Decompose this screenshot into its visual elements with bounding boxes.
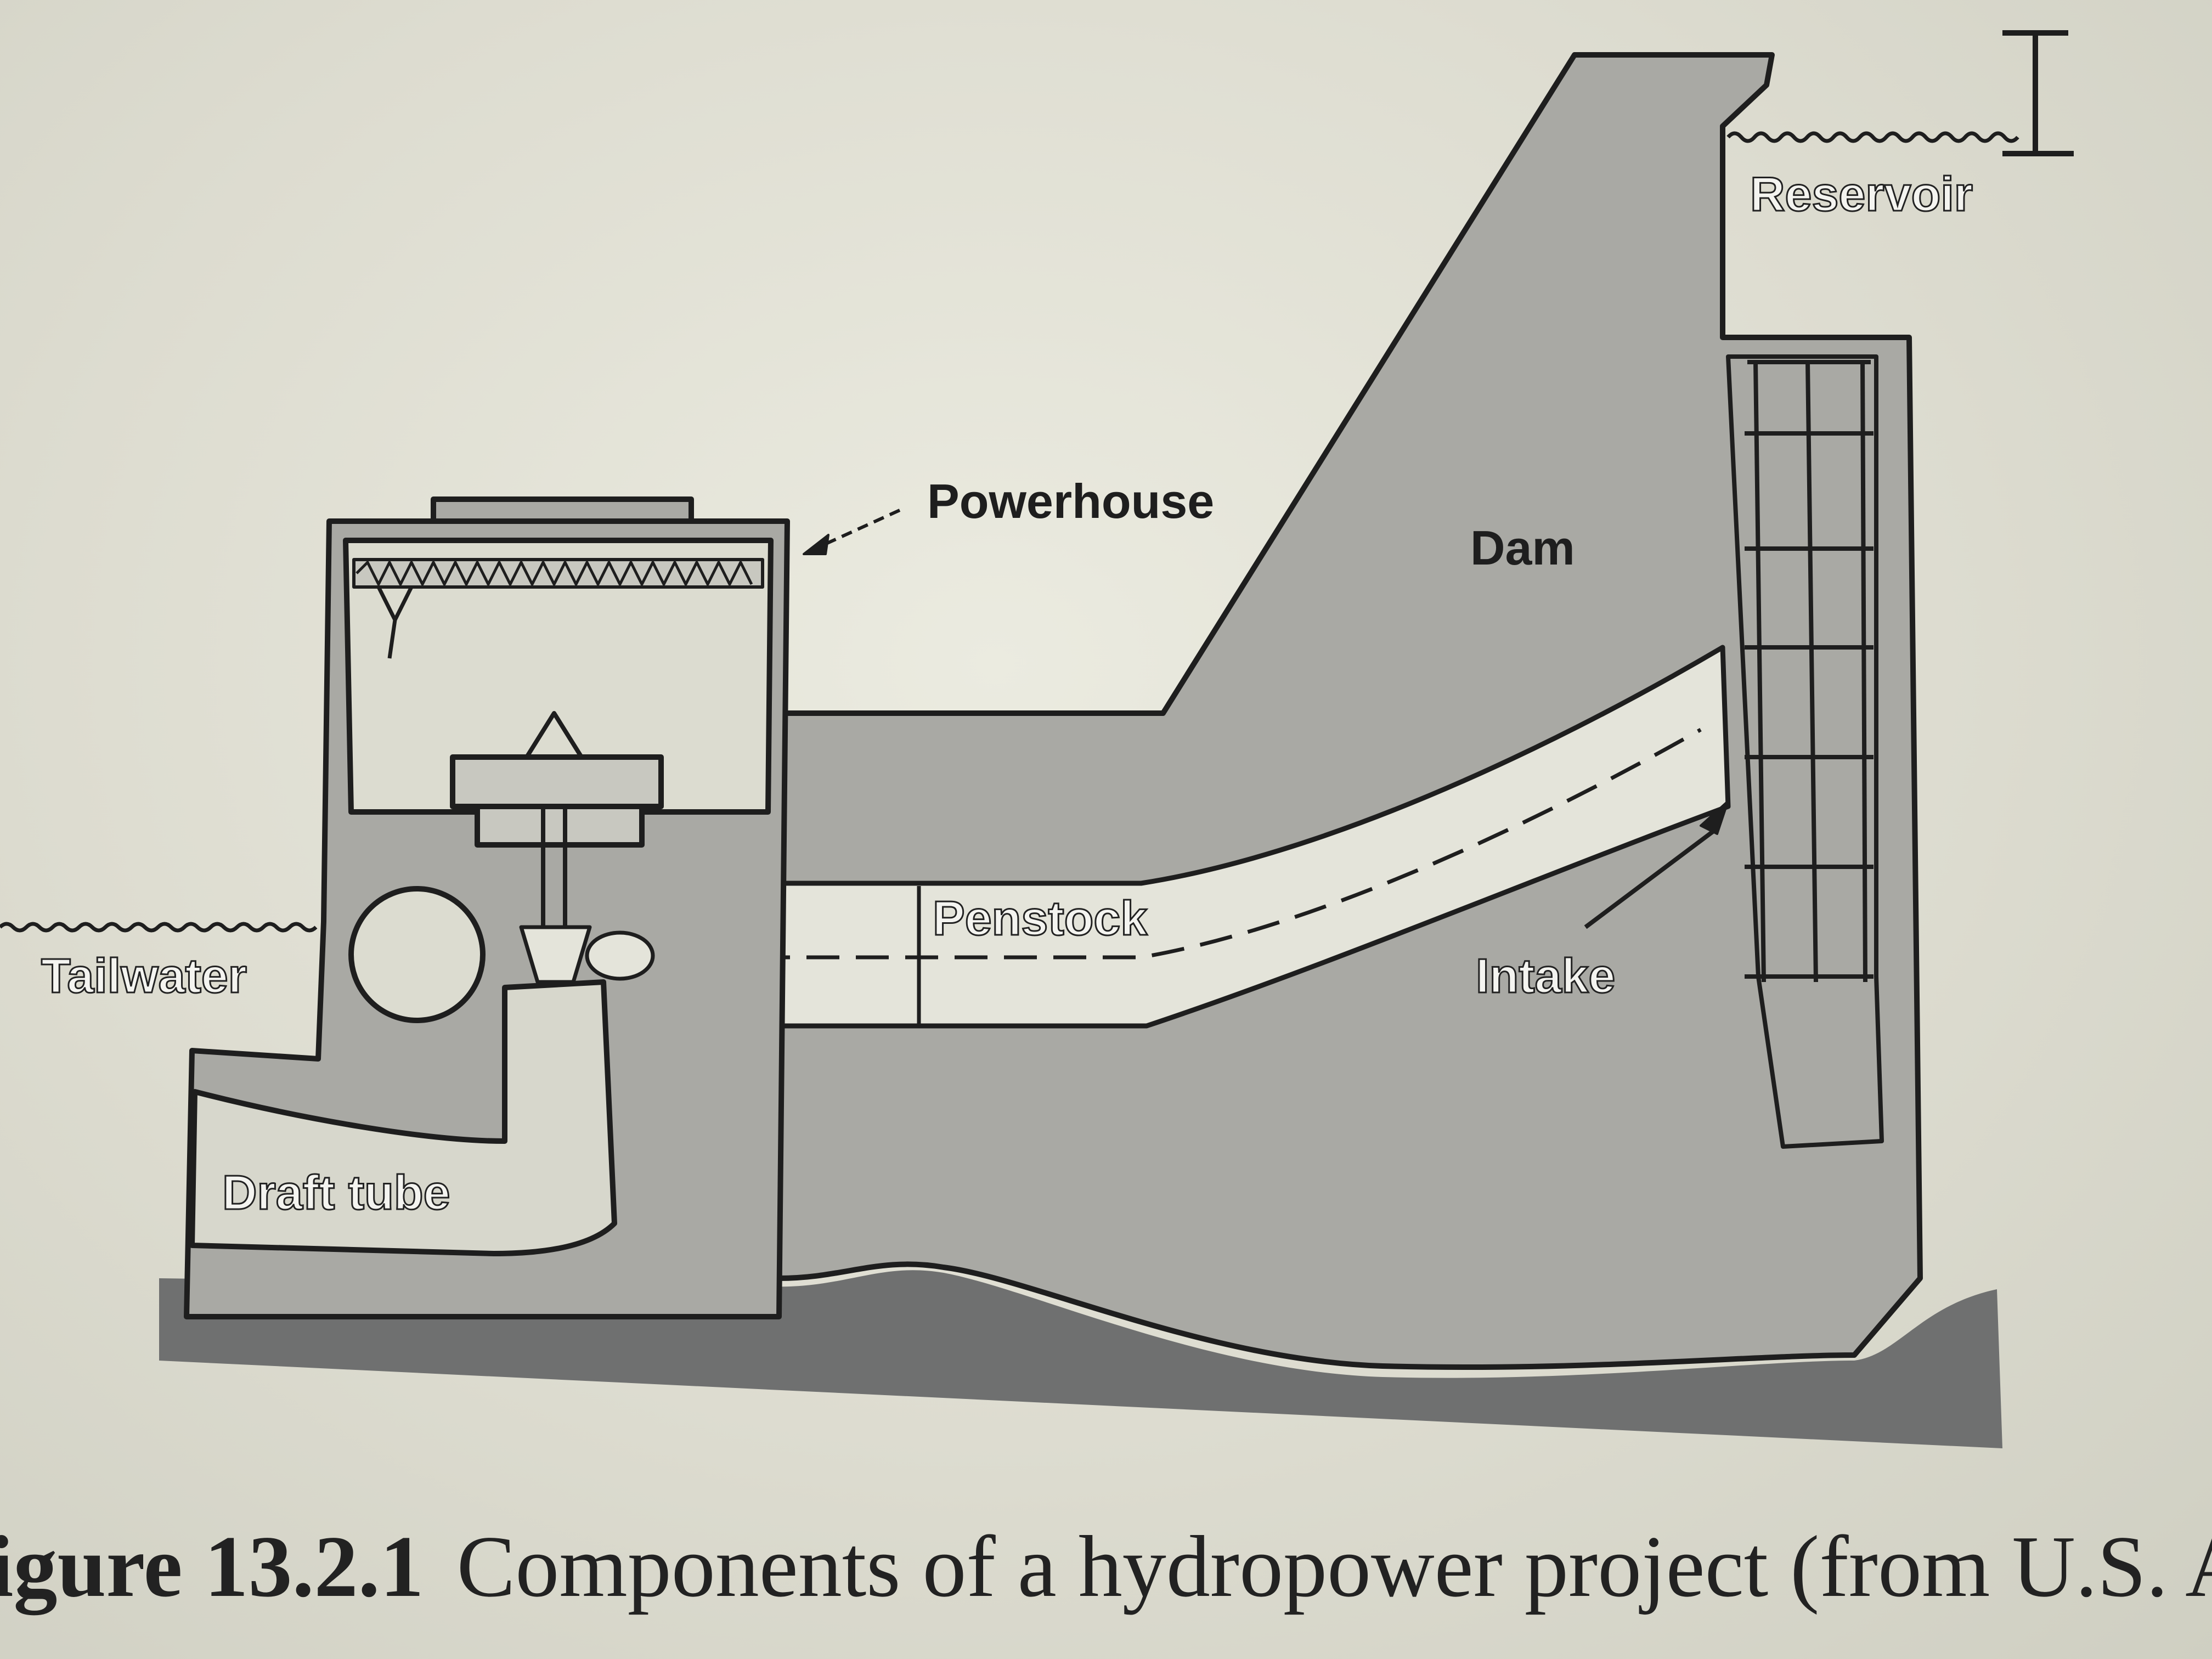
turbine-inlet (585, 930, 655, 981)
tailwater-surface (0, 922, 318, 933)
intake-tower (1726, 354, 1884, 1149)
powerhouse-arrow-head (803, 534, 830, 555)
water-level-marker (2002, 30, 2074, 156)
draft-tube (189, 979, 617, 1256)
powerhouse-label: Powerhouse (927, 474, 1215, 528)
dam-body (776, 52, 1923, 1370)
scroll-case (348, 886, 486, 1023)
reservoir-surface (1726, 131, 2019, 143)
powerhouse-roof-cap (431, 496, 694, 524)
penstock-label: Penstock (932, 891, 1148, 945)
generator-cap (524, 711, 584, 759)
turbine-shaft (541, 806, 567, 927)
penstock (776, 645, 1731, 1029)
figure-caption-text: Components of a hydropower project (from… (456, 1517, 2212, 1615)
intake-leader (1584, 826, 1719, 929)
crane-rail-zigzag (356, 561, 753, 586)
reservoir-label: Reservoir (1749, 167, 1973, 221)
intake-arrow-head (1700, 800, 1729, 835)
penstock-centerline (658, 727, 1702, 960)
crane-hook (376, 586, 414, 659)
dam-label: Dam (1470, 521, 1575, 575)
generator (450, 754, 664, 809)
figure-number: igure 13.2.1 (0, 1517, 424, 1615)
draft-tube-label: Draft tube (222, 1165, 452, 1220)
generator-hall (343, 538, 774, 815)
generator-base (475, 804, 645, 848)
tailwater-label: Tailwater (41, 949, 248, 1003)
intake-label: Intake (1475, 949, 1616, 1003)
